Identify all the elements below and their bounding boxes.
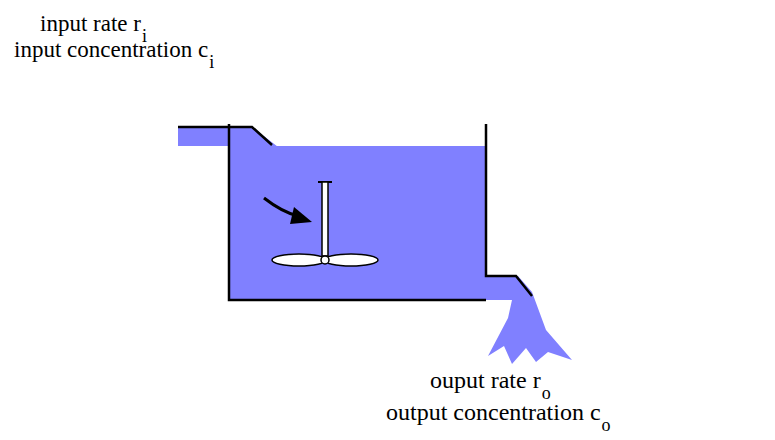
subscript: i [209,53,214,71]
tank-wall [229,124,486,300]
stirrer-paddle [272,254,326,266]
flow-label: output concentration c [386,400,601,424]
subscript: o [602,416,611,434]
stirrer-paddle [324,254,378,266]
rotation-arrowhead [290,207,312,224]
tank-outlet [486,124,532,296]
stirrer-shaft [322,182,328,256]
stirrer-hub [321,256,329,264]
input-pipe [178,127,272,145]
tank-water [229,146,572,364]
flow-label: input concentration c [14,38,208,61]
flow-label: input rate r [40,12,141,35]
flow-label: ouput rate r [430,368,541,392]
